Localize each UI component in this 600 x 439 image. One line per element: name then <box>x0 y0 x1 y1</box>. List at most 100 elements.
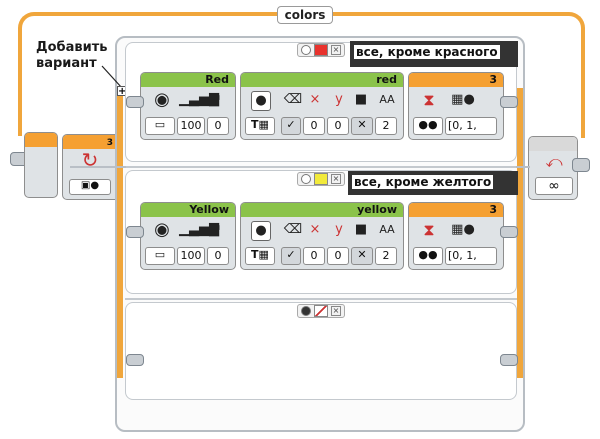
case-2-title-text: все, кроме желтого <box>352 175 494 189</box>
case-2-delete-icon[interactable]: × <box>331 174 341 184</box>
case-3-tab[interactable]: × <box>297 304 345 318</box>
wait-2-port[interactable]: 3 <box>489 203 497 216</box>
display-1-color[interactable]: ✕ <box>351 117 373 135</box>
case-2-tab[interactable]: × <box>297 172 345 186</box>
wait-1-header: 3 <box>409 73 503 87</box>
speaker-icon: ◉ <box>154 89 170 110</box>
display-2-clear[interactable]: ✓ <box>281 247 301 265</box>
sound-block-1[interactable]: Red ◉ ▁▃▅▇ ⚑ ▭ 100 0 <box>140 72 236 140</box>
display-block-1[interactable]: red ● ⌫ × y ■ AA T▦ ✓ 0 0 ✕ 2 <box>240 72 404 140</box>
display-2-x[interactable]: 0 <box>303 247 325 265</box>
case-1-title: все, кроме красного <box>350 41 518 67</box>
sound-2-name[interactable]: Yellow <box>189 203 229 216</box>
switch-port-selector[interactable]: ▣● <box>69 179 111 195</box>
display-2-text[interactable]: yellow <box>357 203 397 216</box>
wait-1-out-plug <box>500 96 518 108</box>
display-1-font[interactable]: 2 <box>375 117 397 135</box>
case-3-area <box>125 302 517 400</box>
case-1-title-text: все, кроме красного <box>354 45 500 59</box>
font-size-icon: AA <box>379 223 395 236</box>
hourglass-icon: ⧗ <box>423 220 435 239</box>
wait-block-1[interactable]: 3 ⧗ ▦● ●● [0, 1, <box>408 72 504 140</box>
x-coordinate-icon: × <box>309 92 321 107</box>
wait-1-values[interactable]: [0, 1, <box>445 117 497 135</box>
font-size-icon: AA <box>379 93 395 106</box>
color-fill-icon: ■ <box>354 222 368 237</box>
wait-2-values[interactable]: [0, 1, <box>445 247 497 265</box>
checkered-flag-icon: ⚑ <box>210 92 222 107</box>
wait-2-out-plug <box>500 226 518 238</box>
loop-arrow-icon: ⤺ <box>545 152 563 171</box>
sound-1-in-plug <box>126 96 144 108</box>
sound-2-play-type[interactable]: 0 <box>207 247 229 265</box>
y-coordinate-icon: y <box>335 222 343 237</box>
display-1-clear[interactable]: ✓ <box>281 117 301 135</box>
sound-2-header: Yellow <box>141 203 235 217</box>
display-2-color[interactable]: ✕ <box>351 247 373 265</box>
volume-bars-icon: ▁▃▅▇ <box>179 222 219 237</box>
eraser-icon: ⌫ <box>283 92 303 107</box>
case-1-tab[interactable]: × <box>297 43 345 57</box>
case-1-color-swatch[interactable] <box>314 44 328 56</box>
volume-bars-icon: ▁▃▅▇ <box>179 92 219 107</box>
sound-1-play-type[interactable]: 0 <box>207 117 229 135</box>
wait-1-port[interactable]: 3 <box>489 73 497 86</box>
display-block-2[interactable]: yellow ● ⌫ × y ■ AA T▦ ✓ 0 0 ✕ 2 <box>240 202 404 270</box>
loop-end-plug <box>572 158 590 172</box>
sound-2-in-plug <box>126 226 144 238</box>
color-sensor-icon: ▦● <box>451 92 475 107</box>
hourglass-icon: ⧗ <box>423 90 435 109</box>
color-fill-icon: ■ <box>354 92 368 107</box>
display-1-x[interactable]: 0 <box>303 117 325 135</box>
case-divider-2 <box>125 298 517 300</box>
display-2-font[interactable]: 2 <box>375 247 397 265</box>
checkered-flag-icon: ⚑ <box>210 222 222 237</box>
case-3-out-plug <box>500 354 518 366</box>
color-sensor-icon: ▦● <box>451 222 475 237</box>
text-icon: ● <box>251 91 271 111</box>
sound-block-2[interactable]: Yellow ◉ ▁▃▅▇ ⚑ ▭ 100 0 <box>140 202 236 270</box>
loop-name-label[interactable]: colors <box>277 6 333 24</box>
no-color-swatch-icon[interactable] <box>314 305 328 317</box>
loop-end-header <box>529 137 577 151</box>
sequence-wire-left <box>70 166 126 168</box>
sound-1-volume[interactable]: 100 <box>177 117 205 135</box>
sound-2-volume[interactable]: 100 <box>177 247 205 265</box>
switch-left-rail <box>117 88 123 378</box>
switch-header: 3 <box>63 135 119 149</box>
case-3-default-radio[interactable] <box>301 306 311 316</box>
display-2-y[interactable]: 0 <box>327 247 349 265</box>
loop-start-header <box>25 133 57 147</box>
loop-start-block[interactable] <box>10 132 70 202</box>
case-3-delete-icon[interactable]: × <box>331 306 341 316</box>
add-case-callout-line1: Добавить <box>36 40 108 55</box>
case-2-color-swatch[interactable] <box>314 173 328 185</box>
loop-counter-value: 3 <box>106 138 113 148</box>
display-1-mode[interactable]: T▦ <box>245 117 275 135</box>
folder-icon[interactable]: ▭ <box>145 117 175 135</box>
loop-infinity-value[interactable]: ∞ <box>535 177 573 195</box>
display-1-text[interactable]: red <box>376 73 397 86</box>
switch-right-rail <box>517 88 523 378</box>
wait-1-mode[interactable]: ●● <box>413 117 443 135</box>
loop-end-block[interactable]: ⤺ ∞ <box>528 136 578 200</box>
sensor-switch-icon: ↻ <box>81 148 99 172</box>
y-coordinate-icon: y <box>335 92 343 107</box>
case-2-default-radio[interactable] <box>301 174 311 184</box>
loop-start-body <box>24 132 58 198</box>
case-2-title: все, кроме желтого <box>348 171 518 195</box>
case-1-default-radio[interactable] <box>301 45 311 55</box>
sound-1-name[interactable]: Red <box>205 73 229 86</box>
case-3-in-plug <box>126 354 144 366</box>
display-2-mode[interactable]: T▦ <box>245 247 275 265</box>
x-coordinate-icon: × <box>309 222 321 237</box>
loop-left-edge <box>18 124 22 136</box>
wait-block-2[interactable]: 3 ⧗ ▦● ●● [0, 1, <box>408 202 504 270</box>
folder-icon[interactable]: ▭ <box>145 247 175 265</box>
eraser-icon: ⌫ <box>283 222 303 237</box>
wait-2-mode[interactable]: ●● <box>413 247 443 265</box>
sound-1-header: Red <box>141 73 235 87</box>
display-1-header: red <box>241 73 403 87</box>
display-1-y[interactable]: 0 <box>327 117 349 135</box>
case-1-delete-icon[interactable]: × <box>331 45 341 55</box>
